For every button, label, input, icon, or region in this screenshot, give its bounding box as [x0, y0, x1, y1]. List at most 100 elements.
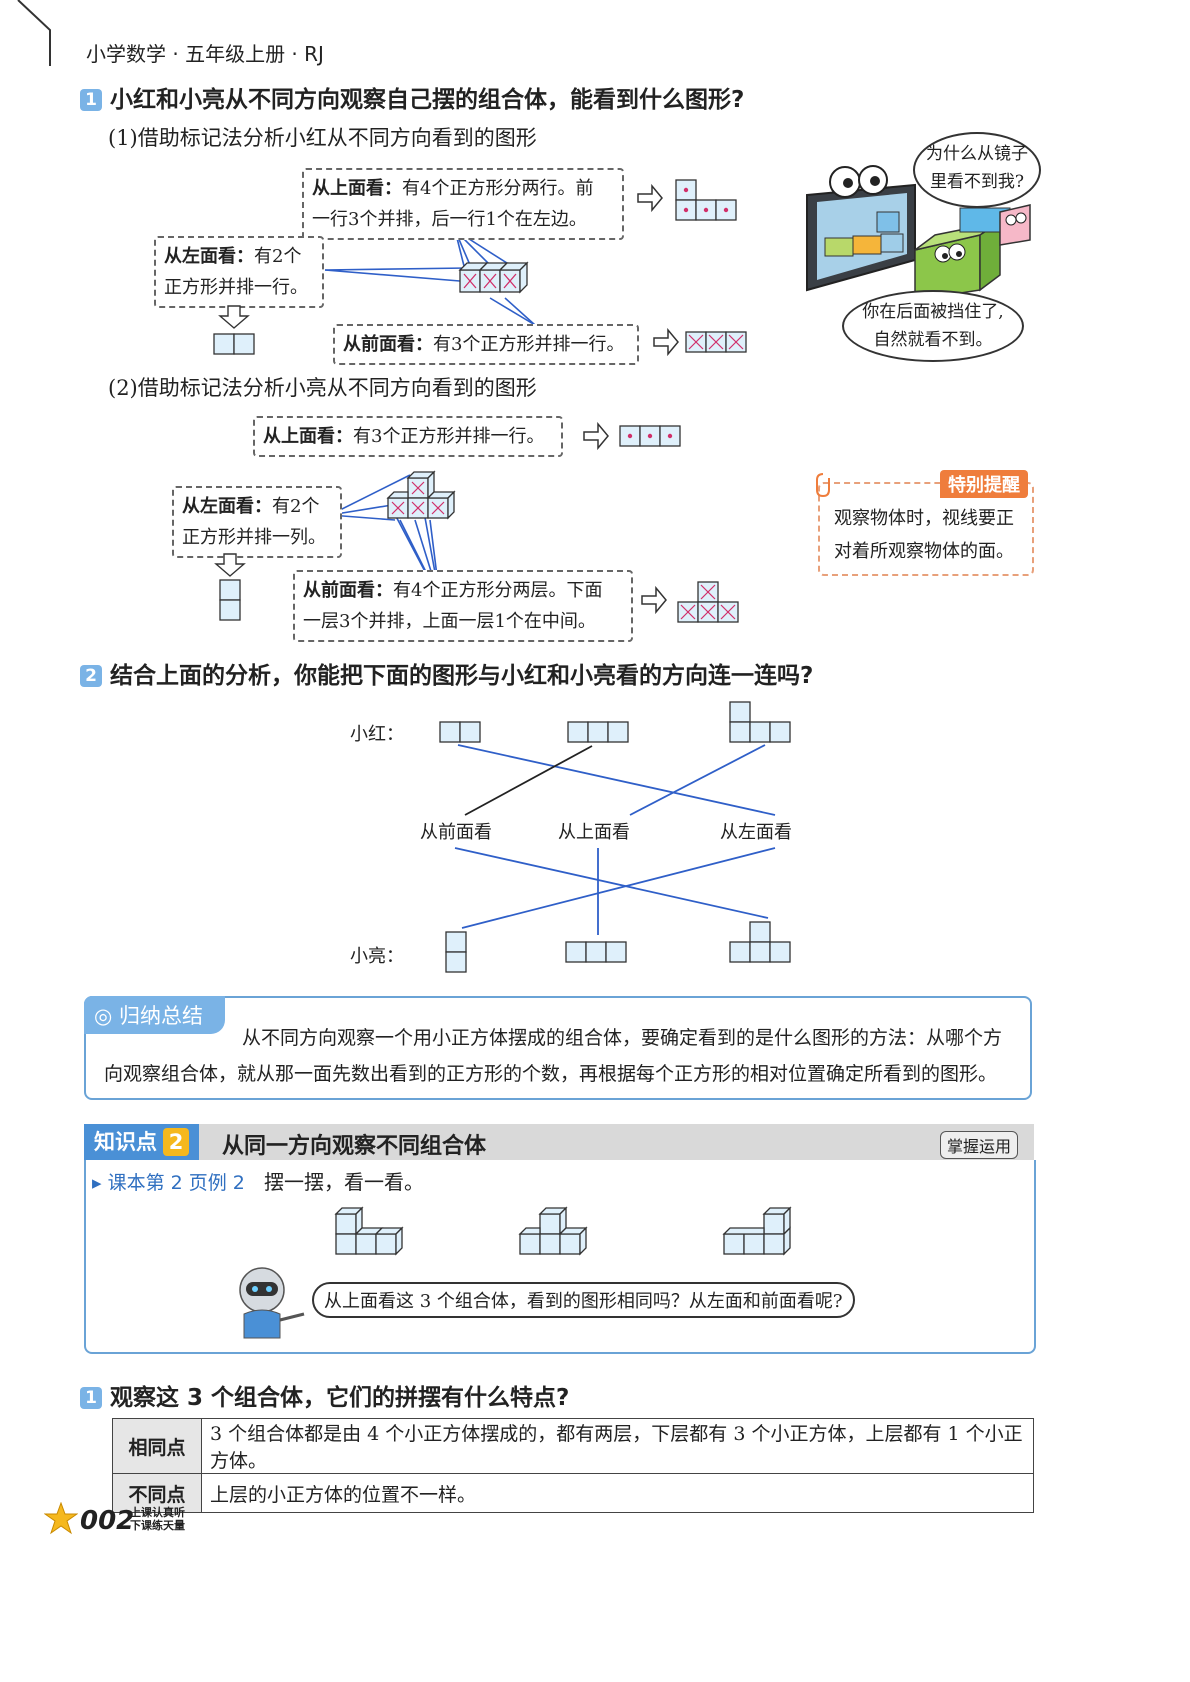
note-label: 从前面看：	[343, 334, 433, 355]
slogan-line: 下课练天量	[130, 1519, 185, 1532]
knowledge-point-box	[84, 1160, 1036, 1354]
page-header: 小学数学 · 五年级上册 · RJ	[86, 42, 324, 66]
summary-line-2: 向观察组合体，就从那一面先数出看到的正方形的个数，再根据每个正方形的相对位置确定…	[104, 1063, 998, 1085]
arrow-right-icon	[637, 183, 663, 213]
xiaoliang-front-view-result	[641, 581, 739, 623]
bubble-text: 里看不到我?	[929, 172, 1025, 192]
bubble-text: 自然就看不到。	[873, 330, 993, 350]
example-instruction: 摆一摆，看一看。	[264, 1170, 424, 1194]
speech-bubble-top: 为什么从镜子里看不到我?	[913, 132, 1041, 208]
three-assemblies-icon	[334, 1206, 792, 1256]
table-cell-diff: 上层的小正方体的位置不一样。	[201, 1473, 1034, 1513]
tip-tag: 特别提醒	[940, 470, 1028, 498]
note-text: 有3个正方形并排一行。	[353, 426, 545, 447]
speech-bubble-bottom: 你在后面被挡住了, 自然就看不到。	[842, 290, 1024, 362]
question-1-text: 小红和小亮从不同方向观察自己摆的组合体，能看到什么图形?	[110, 87, 745, 113]
tip-text: 观察物体时，视线要正	[834, 508, 1014, 529]
xiaohong-front-view-note: 从前面看：有3个正方形并排一行。	[333, 324, 639, 365]
direction-top: 从上面看	[558, 822, 630, 843]
note-text: 正方形并排一列。	[182, 527, 326, 548]
matching-lines	[454, 744, 776, 935]
knowledge-point-bar	[84, 1124, 1034, 1160]
note-text: 有2个	[272, 496, 320, 517]
question-badge: 1	[80, 89, 102, 111]
xiaohong-cubes-icon	[458, 261, 529, 294]
matching-line-black	[464, 745, 593, 816]
page-number: 002	[80, 1506, 135, 1536]
xiaoliang-left-view-result	[214, 553, 246, 621]
xiaohong-left-view-result	[213, 305, 255, 355]
table-row: 不同点 上层的小正方体的位置不一样。	[112, 1473, 1034, 1513]
table-cell-same: 3 个组合体都是由 4 个小正方体摆成的，都有两层，下层都有 3 个小正方体，上…	[201, 1418, 1034, 1474]
note-text: 有4个正方形分两行。前	[402, 178, 594, 199]
xiaoliang-top-view-note: 从上面看：有3个正方形并排一行。	[253, 416, 563, 457]
xiaohong-shapes-row	[439, 701, 791, 743]
xiaohong-label: 小红：	[350, 724, 404, 745]
summary-tag: ◎ 归纳总结	[84, 996, 225, 1034]
arrow-down-icon	[214, 553, 246, 577]
xiaohong-top-view-note: 从上面看：有4个正方形分两行。前 一行3个并排，后一行1个在左边。	[302, 168, 624, 240]
xiaoliang-top-view-result	[583, 422, 681, 451]
note-text: 有2个	[254, 246, 302, 267]
arrow-right-icon	[641, 585, 667, 615]
note-text: 正方形并排一行。	[164, 277, 308, 298]
tip-box: 观察物体时，视线要正对着所观察物体的面。	[818, 482, 1034, 576]
question-3-text: 观察这 3 个组合体，它们的拼摆有什么特点?	[110, 1385, 570, 1411]
question-3-title: 1 观察这 3 个组合体，它们的拼摆有什么特点?	[80, 1378, 569, 1412]
page-corner-decoration	[17, 0, 51, 66]
note-text: 一行3个并排，后一行1个在左边。	[312, 209, 587, 230]
xiaoliang-shapes-row	[445, 921, 791, 973]
robot-speech-bubble: 从上面看这 3 个组合体，看到的图形相同吗？从左面和前面看呢?	[312, 1282, 855, 1318]
footer-slogan: 上课认真听下课练天量	[130, 1506, 185, 1532]
table-row: 相同点 3 个组合体都是由 4 个小正方体摆成的，都有两层，下层都有 3 个小正…	[112, 1418, 1034, 1474]
direction-front: 从前面看	[420, 822, 492, 843]
xiaohong-front-view-result	[653, 328, 747, 357]
arrow-right-icon	[583, 422, 609, 451]
mirror-cubes-illustration	[806, 165, 1031, 301]
xiaoliang-left-view-note: 从左面看：有2个 正方形并排一列。	[172, 486, 342, 558]
kp-tag-text: 知识点	[94, 1130, 157, 1154]
summary-line-1: 从不同方向观察一个用小正方体摆成的组合体，要确定看到的是什么图形的方法：从哪个方	[242, 1027, 1003, 1049]
bubble-text: 你在后面被挡住了,	[862, 302, 1004, 322]
question-badge: 2	[80, 665, 102, 687]
xiaohong-left-view-note: 从左面看：有2个 正方形并排一行。	[154, 236, 324, 308]
summary-box	[84, 996, 1032, 1100]
textbook-reference: ▸ 课本第 2 页例 2	[92, 1172, 245, 1194]
table-head-diff: 不同点	[112, 1473, 202, 1513]
xiaohong-top-view-result	[637, 179, 737, 221]
tip-text: 对着所观察物体的面。	[834, 541, 1014, 562]
knowledge-point-title: 从同一方向观察不同组合体	[222, 1134, 487, 1159]
note-label: 从上面看：	[312, 178, 402, 199]
question-badge: 1	[80, 1387, 102, 1409]
comparison-table: 相同点 3 个组合体都是由 4 个小正方体摆成的，都有两层，下层都有 3 个小正…	[112, 1418, 1034, 1513]
kp-number: 2	[163, 1128, 189, 1156]
xiaoliang-cubes-icon	[386, 470, 456, 520]
bubble-text: 为什么从镜子	[926, 144, 1028, 164]
arrow-down-icon	[218, 305, 250, 329]
table-head-same: 相同点	[112, 1418, 202, 1474]
note-label: 从左面看：	[182, 496, 272, 517]
xiaoliang-label: 小亮：	[350, 946, 404, 967]
note-text: 一层3个并排，上面一层1个在中间。	[303, 611, 596, 632]
paperclip-icon	[816, 473, 830, 498]
note-label: 从上面看：	[263, 426, 353, 447]
arrow-right-icon	[653, 328, 679, 357]
direction-left: 从左面看	[720, 822, 792, 843]
mastery-badge: 掌握运用	[940, 1131, 1019, 1159]
part-2-title: (2)借助标记法分析小亮从不同方向看到的图形	[108, 376, 537, 400]
part-1-title: (1)借助标记法分析小红从不同方向看到的图形	[108, 126, 537, 150]
note-text: 有4个正方形分两层。下面	[393, 580, 603, 601]
note-label: 从左面看：	[164, 246, 254, 267]
note-text: 有3个正方形并排一行。	[433, 334, 625, 355]
robot-icon	[239, 1267, 305, 1339]
pointer-lines-part1	[324, 229, 536, 326]
note-label: 从前面看：	[303, 580, 393, 601]
star-icon	[44, 1502, 78, 1535]
question-2-text: 结合上面的分析，你能把下面的图形与小红和小亮看的方向连一连吗?	[110, 663, 814, 689]
question-2-title: 2 结合上面的分析，你能把下面的图形与小红和小亮看的方向连一连吗?	[80, 656, 813, 690]
question-1-title: 1 小红和小亮从不同方向观察自己摆的组合体，能看到什么图形?	[80, 80, 744, 114]
xiaoliang-front-view-note: 从前面看：有4个正方形分两层。下面 一层3个并排，上面一层1个在中间。	[293, 570, 633, 642]
slogan-line: 上课认真听	[130, 1506, 185, 1519]
